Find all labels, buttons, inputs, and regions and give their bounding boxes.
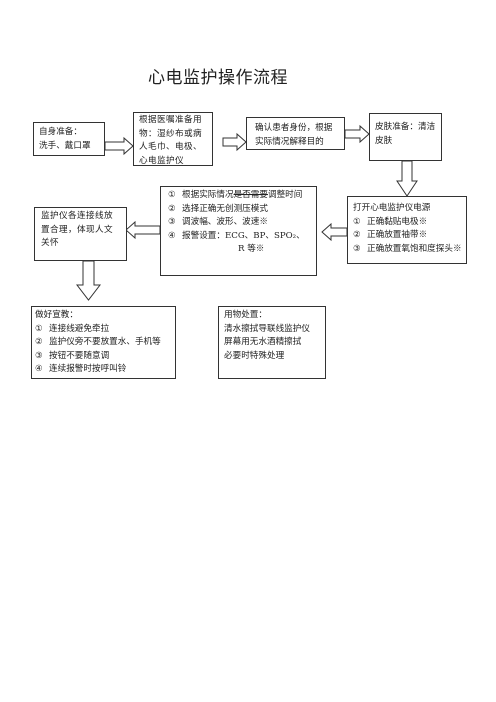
- skin-prep-text: 皮肤准备：清洁皮肤: [375, 122, 436, 146]
- settings-struck-text: 是否需要: [233, 190, 268, 200]
- step-confirm-patient-box: 确认患者身份，根据实际情况解释目的: [246, 117, 345, 150]
- settings-tail: R 等※: [238, 244, 265, 255]
- connect-monitor-text: 监护仪各连接线放置合理，体现人文关怀: [41, 211, 113, 249]
- arrow-power-to-settings: [321, 222, 348, 242]
- self-prep-text: 洗手、戴口罩: [39, 140, 91, 151]
- self-prep-title: 自身准备：: [39, 127, 82, 137]
- step-connect-monitor-box: 监护仪各连接线放置合理，体现人文关怀: [34, 207, 127, 261]
- disposal-title: 用物处置：: [224, 310, 267, 320]
- disposal-line: 屏幕用无水酒精擦拭: [224, 337, 302, 348]
- arrow-settings-to-connect: [125, 220, 161, 240]
- step-materials-box: 根据医嘱准备用物：湿纱布或病人毛巾、电极、心电监护仪: [133, 112, 213, 166]
- arrow-confirm-to-skin: [344, 124, 370, 144]
- arrow-skin-to-power: [396, 160, 418, 197]
- page-title: 心电监护操作流程: [148, 68, 288, 88]
- step-disposal-box: 用物处置： 清水擦拭导联线监护仪 屏幕用无水酒精擦拭 必要时特殊处理: [218, 306, 326, 379]
- materials-text: 根据医嘱准备用物：湿纱布或病人毛巾、电极、心电监护仪: [139, 115, 202, 166]
- education-title: 做好宣教：: [35, 310, 78, 320]
- confirm-patient-text: 确认患者身份，根据实际情况解释目的: [255, 123, 333, 147]
- step-self-prep-box: 自身准备： 洗手、戴口罩: [33, 122, 105, 156]
- disposal-line: 必要时特殊处理: [224, 350, 285, 361]
- step-skin-prep-box: 皮肤准备：清洁皮肤: [369, 113, 442, 161]
- arrow-self-to-materials: [104, 136, 134, 156]
- arrow-connect-to-education: [75, 260, 102, 301]
- arrow-materials-to-confirm: [222, 132, 247, 152]
- power-on-title: 打开心电监护仪电源: [353, 203, 431, 213]
- disposal-line: 清水擦拭导联线监护仪: [224, 323, 310, 334]
